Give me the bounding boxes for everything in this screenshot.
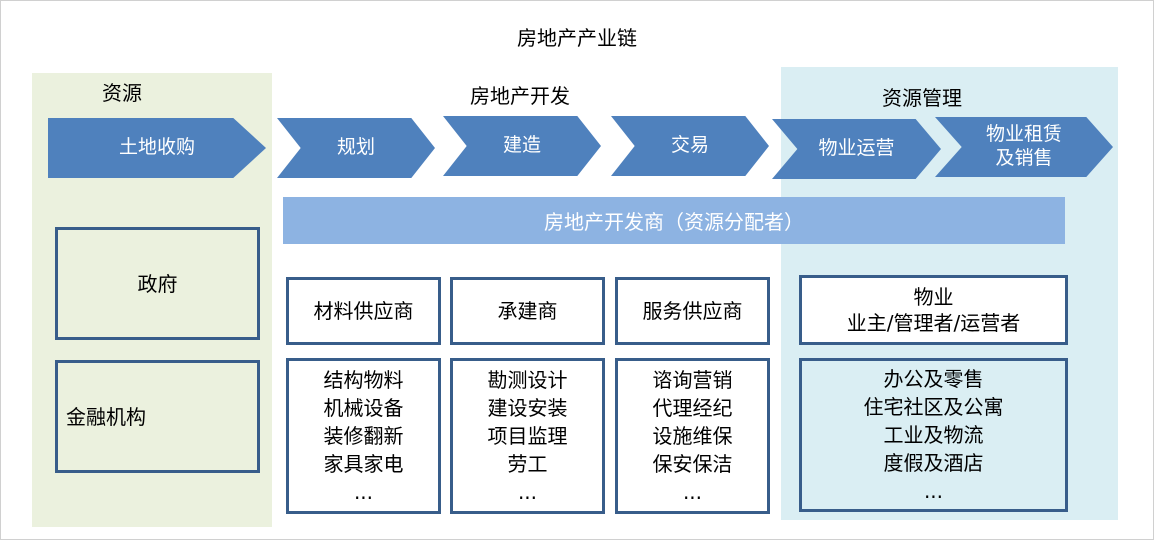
list-item: 工业及物流: [883, 423, 984, 447]
arrow-label: 建造: [502, 134, 541, 157]
box-label: 政府: [137, 271, 178, 296]
arrow-land-acquisition: 土地收购: [48, 118, 266, 178]
arrow-transaction: 交易: [611, 116, 769, 176]
arrow-label: 物业租赁 及销售: [985, 123, 1062, 169]
arrow-label: 土地收购: [118, 136, 195, 159]
section-resources: 资源: [102, 81, 142, 105]
list-item: 勘测设计: [487, 368, 568, 392]
arrow-label: 交易: [670, 134, 709, 157]
contractor-list: 勘测设计建设安装项目监理劳工...: [450, 358, 605, 514]
list-item: ...: [353, 480, 374, 504]
arrow-leasing-sales: 物业租赁 及销售: [935, 117, 1113, 177]
list-item: 家具家电: [323, 452, 404, 476]
service-supplier-box: 服务供应商: [615, 277, 770, 345]
list-item: ...: [923, 479, 944, 503]
list-item: 度假及酒店: [883, 451, 984, 475]
list-item: 建设安装: [487, 396, 568, 420]
box-label: 金融机构: [66, 404, 146, 429]
list-item: 项目监理: [487, 424, 568, 448]
list-item: 结构物料: [323, 368, 404, 392]
list-item: 代理经纪: [652, 396, 733, 420]
box-label: 物业 业主/管理者/运营者: [846, 285, 1021, 335]
developer-bar: 房地产开发商（资源分配者）: [283, 197, 1065, 244]
list-item: 机械设备: [323, 396, 404, 420]
finance-box: 金融机构: [55, 360, 260, 473]
developer-label: 房地产开发商（资源分配者）: [544, 210, 804, 234]
materials-supplier-box: 材料供应商: [286, 277, 441, 345]
materials-list: 结构物料机械设备装修翻新家具家电...: [286, 358, 441, 514]
list-item: ...: [682, 480, 703, 504]
arrow-construction: 建造: [443, 116, 601, 176]
arrow-property-operation: 物业运营: [772, 119, 941, 179]
government-box: 政府: [55, 227, 260, 340]
list-item: 设施维保: [652, 424, 733, 448]
contractor-box: 承建商: [450, 277, 605, 345]
list-item: 保安保洁: [652, 452, 733, 476]
list-item: 住宅社区及公寓: [863, 395, 1004, 419]
list-item: ...: [517, 480, 538, 504]
box-label: 材料供应商: [313, 299, 414, 323]
list-item: 劳工: [507, 452, 548, 476]
list-item: 装修翻新: [323, 424, 404, 448]
service-list: 谘询营销代理经纪设施维保保安保洁...: [615, 358, 770, 514]
property-owner-box: 物业 业主/管理者/运营者: [799, 275, 1068, 345]
arrow-label: 物业运营: [818, 137, 895, 160]
section-development: 房地产开发: [470, 84, 570, 108]
list-item: 谘询营销: [652, 368, 733, 392]
property-type-list: 办公及零售住宅社区及公寓工业及物流度假及酒店...: [799, 358, 1068, 512]
section-management: 资源管理: [882, 86, 962, 110]
arrow-planning: 规划: [277, 118, 435, 178]
box-label: 承建商: [497, 299, 558, 323]
list-item: 办公及零售: [883, 367, 984, 391]
box-label: 服务供应商: [642, 299, 743, 323]
arrow-label: 规划: [336, 136, 375, 159]
diagram-title: 房地产产业链: [517, 26, 637, 50]
